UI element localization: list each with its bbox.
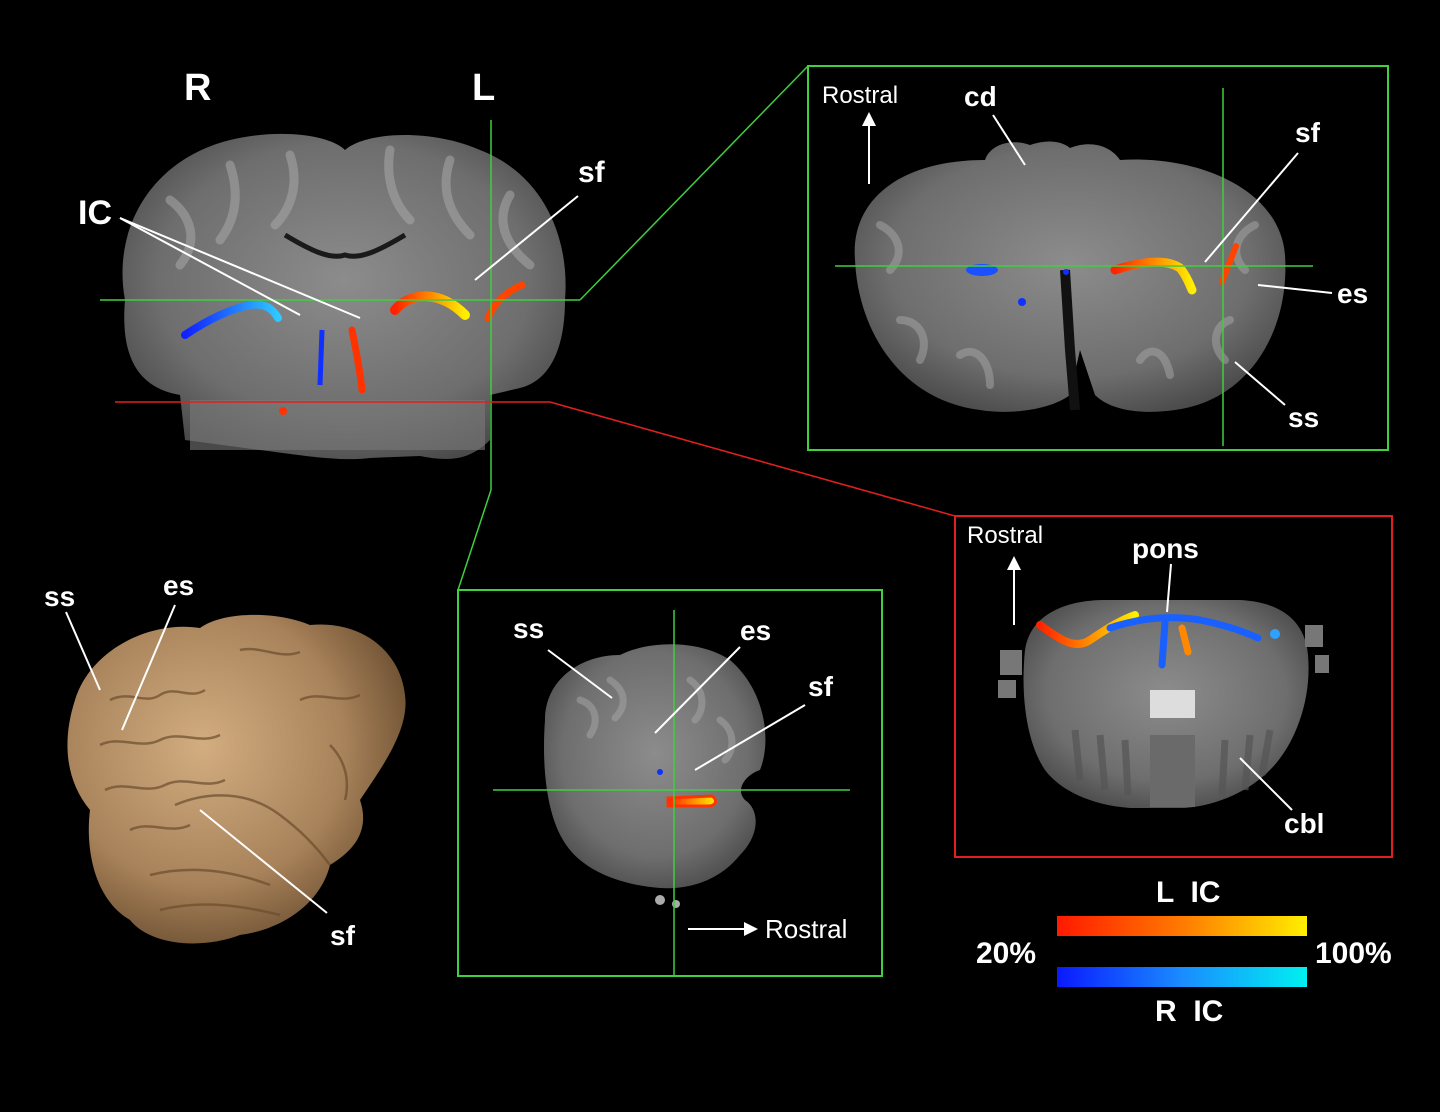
render3d-sf-label: sf — [330, 920, 356, 951]
coronal-sf-leader — [474, 195, 579, 281]
brainstem-side-fragments-left — [998, 650, 1022, 698]
sagittal-gyri — [576, 676, 736, 764]
coronal-ic-leader-2 — [119, 217, 361, 319]
coronal-cerebellum — [190, 400, 485, 450]
legend-right-ic-label: R IC — [1155, 995, 1223, 1028]
sagittal-sf-leader — [694, 704, 806, 771]
brainstem-tract-pons-central — [1158, 618, 1169, 669]
sagittal-es-leader — [654, 646, 741, 734]
sagittal-panel-frame — [457, 589, 883, 977]
sagittal-panel: ss es sf Rostral — [457, 589, 883, 977]
axial-tract-left-lateral — [1219, 243, 1239, 285]
legend-right-ic-bar — [1057, 967, 1307, 987]
coronal-tract-left-lateral — [484, 281, 526, 322]
sagittal-ventral-spot-2 — [672, 900, 680, 908]
render3d-brain-image — [67, 614, 406, 944]
brainstem-vermis — [1150, 735, 1195, 807]
sagittal-sf-label: sf — [808, 671, 834, 702]
sagittal-ss-label: ss — [513, 613, 544, 644]
sagittal-brain-image — [543, 644, 766, 889]
brainstem-tract-orange-patch — [1178, 624, 1192, 656]
sagittal-ss-leader — [547, 649, 613, 699]
render3d-panel: ss es sf — [44, 570, 406, 951]
axial-rostral-arrowhead — [862, 112, 876, 126]
coronal-tract-left — [390, 291, 470, 320]
connector-brainstem — [549, 401, 956, 517]
connector-sagittal — [457, 489, 492, 591]
coronal-gyri — [165, 145, 535, 270]
axial-ss-label: ss — [1288, 402, 1319, 433]
connector-axial — [579, 65, 809, 301]
legend-left-ic-label: L IC — [1156, 876, 1220, 909]
brainstem-tract-blue-spot — [1270, 629, 1280, 639]
brainstem-cbl-leader — [1239, 757, 1293, 811]
render3d-es-leader — [121, 604, 176, 731]
axial-cd-label: cd — [964, 81, 997, 112]
brainstem-side-fragments-right — [1305, 625, 1329, 673]
brainstem-panel-frame — [954, 515, 1393, 858]
brainstem-tract-left — [1036, 611, 1139, 648]
render3d-ss-leader — [65, 611, 101, 691]
axial-panel: Rostral cd sf es ss — [807, 65, 1389, 451]
axial-es-label: es — [1337, 278, 1368, 309]
sagittal-tract-blue-spot — [657, 769, 663, 775]
coronal-tract-left-vertical — [348, 326, 366, 394]
axial-tract-left — [1110, 257, 1197, 295]
axial-es-leader — [1257, 284, 1333, 294]
sagittal-rostral-label: Rostral — [765, 914, 847, 944]
coronal-tract-right-vertical — [317, 329, 325, 386]
coronal-sf-label: sf — [578, 156, 606, 189]
coronal-tract-right — [181, 300, 282, 339]
color-legend: L IC 20% 100% R IC — [976, 876, 1392, 1028]
coronal-ic-label: IC — [78, 194, 112, 232]
render3d-folds — [99, 647, 361, 917]
brainstem-rostral-label: Rostral — [967, 522, 1043, 549]
axial-midline — [1060, 269, 1080, 411]
axial-gyri — [876, 221, 1259, 389]
brainstem-cerebellar-folia — [1071, 729, 1274, 796]
sagittal-es-label: es — [740, 615, 771, 646]
brainstem-rostral-arrowhead — [1007, 556, 1021, 570]
sagittal-tract — [666, 794, 717, 808]
axial-tract-right — [966, 264, 998, 276]
axial-panel-frame — [807, 65, 1389, 451]
axial-tract-right-spot — [1018, 298, 1026, 306]
brainstem-fourth-ventricle — [1150, 690, 1195, 718]
axial-rostral-label: Rostral — [822, 82, 898, 109]
legend-min-label: 20% — [976, 937, 1036, 970]
sagittal-ventral-spot-1 — [655, 895, 665, 905]
coronal-tract-spot — [279, 407, 287, 415]
render3d-es-label: es — [163, 570, 194, 601]
brainstem-tract-right — [1106, 614, 1262, 642]
coronal-ventricles — [283, 232, 407, 259]
axial-ss-leader — [1234, 361, 1286, 406]
right-side-label: R — [184, 67, 211, 109]
legend-max-label: 100% — [1315, 937, 1392, 970]
render3d-ss-label: ss — [44, 581, 75, 612]
brainstem-pons-label: pons — [1132, 533, 1199, 564]
axial-sf-label: sf — [1295, 117, 1321, 148]
axial-tract-right-spot-2 — [1063, 269, 1069, 275]
legend-left-ic-bar — [1057, 916, 1307, 936]
sagittal-rostral-arrowhead — [744, 922, 758, 936]
coronal-ic-leader-1 — [119, 217, 301, 316]
brainstem-cbl-label: cbl — [1284, 808, 1324, 839]
axial-cd-leader — [992, 114, 1026, 166]
render3d-sf-leader — [199, 809, 328, 914]
axial-sf-leader — [1204, 152, 1299, 263]
coronal-slice: R L IC sf — [78, 67, 606, 490]
brainstem-panel: Rostral pons cbl — [954, 515, 1393, 858]
left-side-label: L — [472, 67, 495, 109]
brainstem-pons-leader — [1166, 563, 1172, 613]
